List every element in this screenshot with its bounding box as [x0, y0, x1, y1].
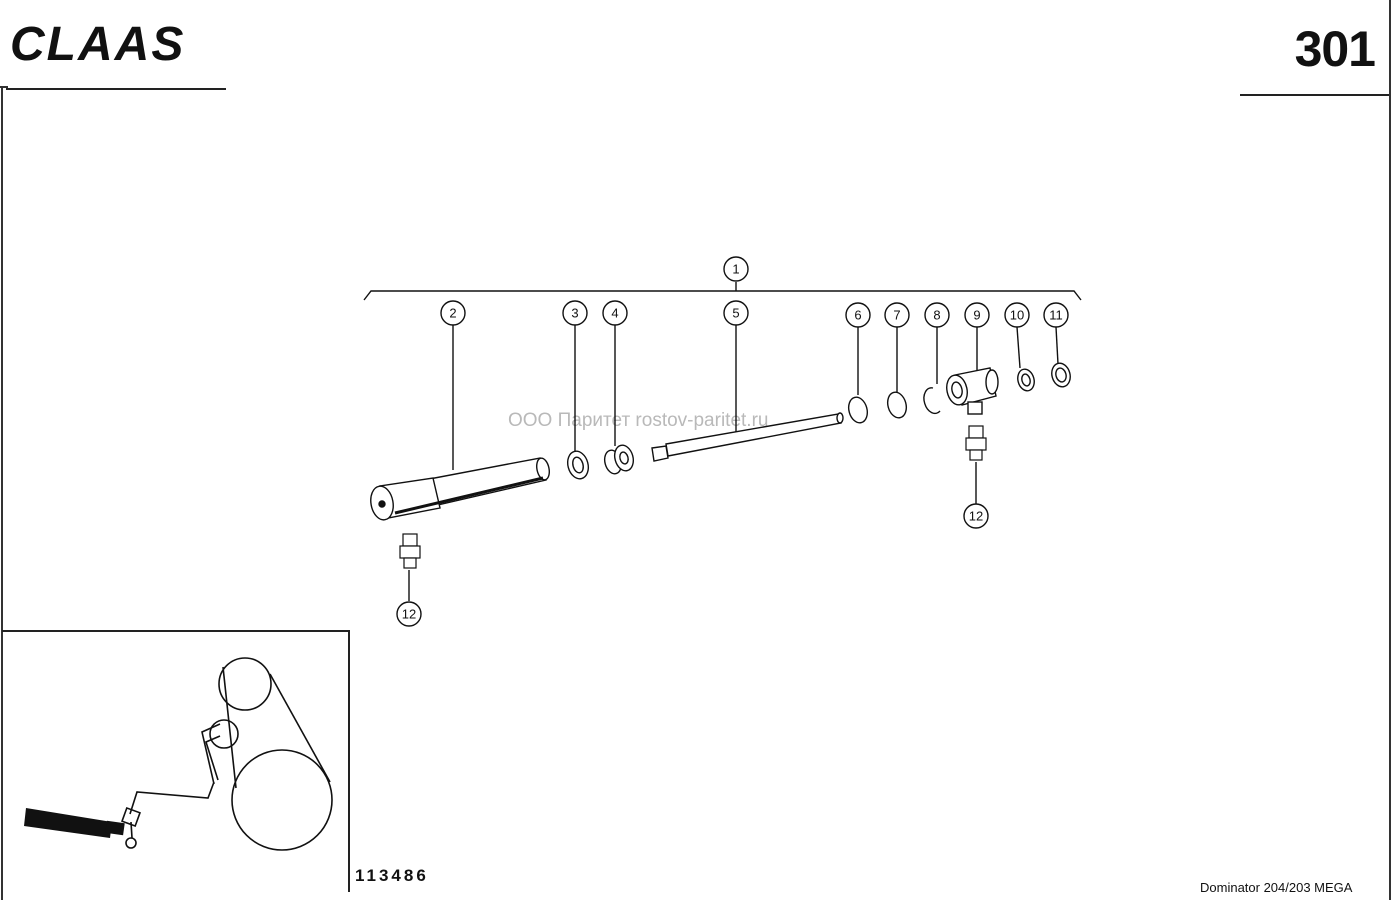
model-name: Dominator 204/203 MEGA — [1200, 880, 1353, 895]
grease-nipple-left — [399, 533, 421, 569]
locator-inset — [2, 630, 350, 892]
callout-7: 7 — [884, 302, 910, 328]
callout-9: 9 — [964, 302, 990, 328]
claas-logo-text: CLAAS — [10, 18, 185, 66]
piston — [603, 444, 635, 475]
callout-label: 3 — [571, 306, 578, 321]
bushing-11 — [1051, 362, 1071, 388]
callout-5: 5 — [723, 300, 749, 326]
callout-label: 8 — [933, 308, 940, 323]
frame-right-border — [1389, 0, 1391, 900]
callout-label: 12 — [969, 509, 983, 524]
frame-top-tick — [0, 86, 8, 88]
watermark: ООО Паритет rostov-paritet.ru — [508, 410, 769, 431]
frame-left-border — [1, 86, 3, 900]
assembly-bracket — [363, 290, 1082, 301]
callout-3: 3 — [562, 300, 588, 326]
cylinder-barrel — [370, 457, 550, 521]
circlip-8 — [923, 387, 941, 415]
page-number-underline — [1240, 94, 1390, 96]
grease-nipple-right — [965, 425, 987, 461]
callout-8: 8 — [924, 302, 950, 328]
callout-label: 10 — [1010, 308, 1024, 323]
callout-label: 6 — [854, 308, 861, 323]
callout-10: 10 — [1004, 302, 1030, 328]
locator-drawing — [24, 657, 333, 851]
callout-6: 6 — [845, 302, 871, 328]
callout-label: 9 — [973, 308, 980, 323]
callout-label: 1 — [732, 262, 739, 277]
drawing-number: 113486 — [355, 866, 429, 885]
bushing-10 — [1017, 368, 1035, 392]
o-ring-6 — [847, 396, 869, 424]
callout-label: 2 — [449, 306, 456, 321]
callout-label: 12 — [402, 607, 416, 622]
callout-12-right: 12 — [963, 503, 989, 529]
callout-1: 1 — [723, 256, 749, 282]
callout-label: 5 — [732, 306, 739, 321]
page-number: 301 — [1294, 21, 1376, 77]
callout-4: 4 — [602, 300, 628, 326]
rod-eye — [946, 367, 999, 415]
callout-2: 2 — [440, 300, 466, 326]
callout-label: 11 — [1049, 308, 1063, 323]
o-ring-7 — [886, 391, 908, 419]
logo-underline — [6, 88, 226, 90]
callout-label: 4 — [611, 306, 618, 321]
callout-11: 11 — [1043, 302, 1069, 328]
callout-label: 7 — [893, 308, 900, 323]
guide-bushing — [566, 450, 590, 480]
callout-12-left: 12 — [396, 601, 422, 627]
piston-rod — [651, 412, 844, 462]
claas-logo: CLAAS — [10, 18, 185, 66]
